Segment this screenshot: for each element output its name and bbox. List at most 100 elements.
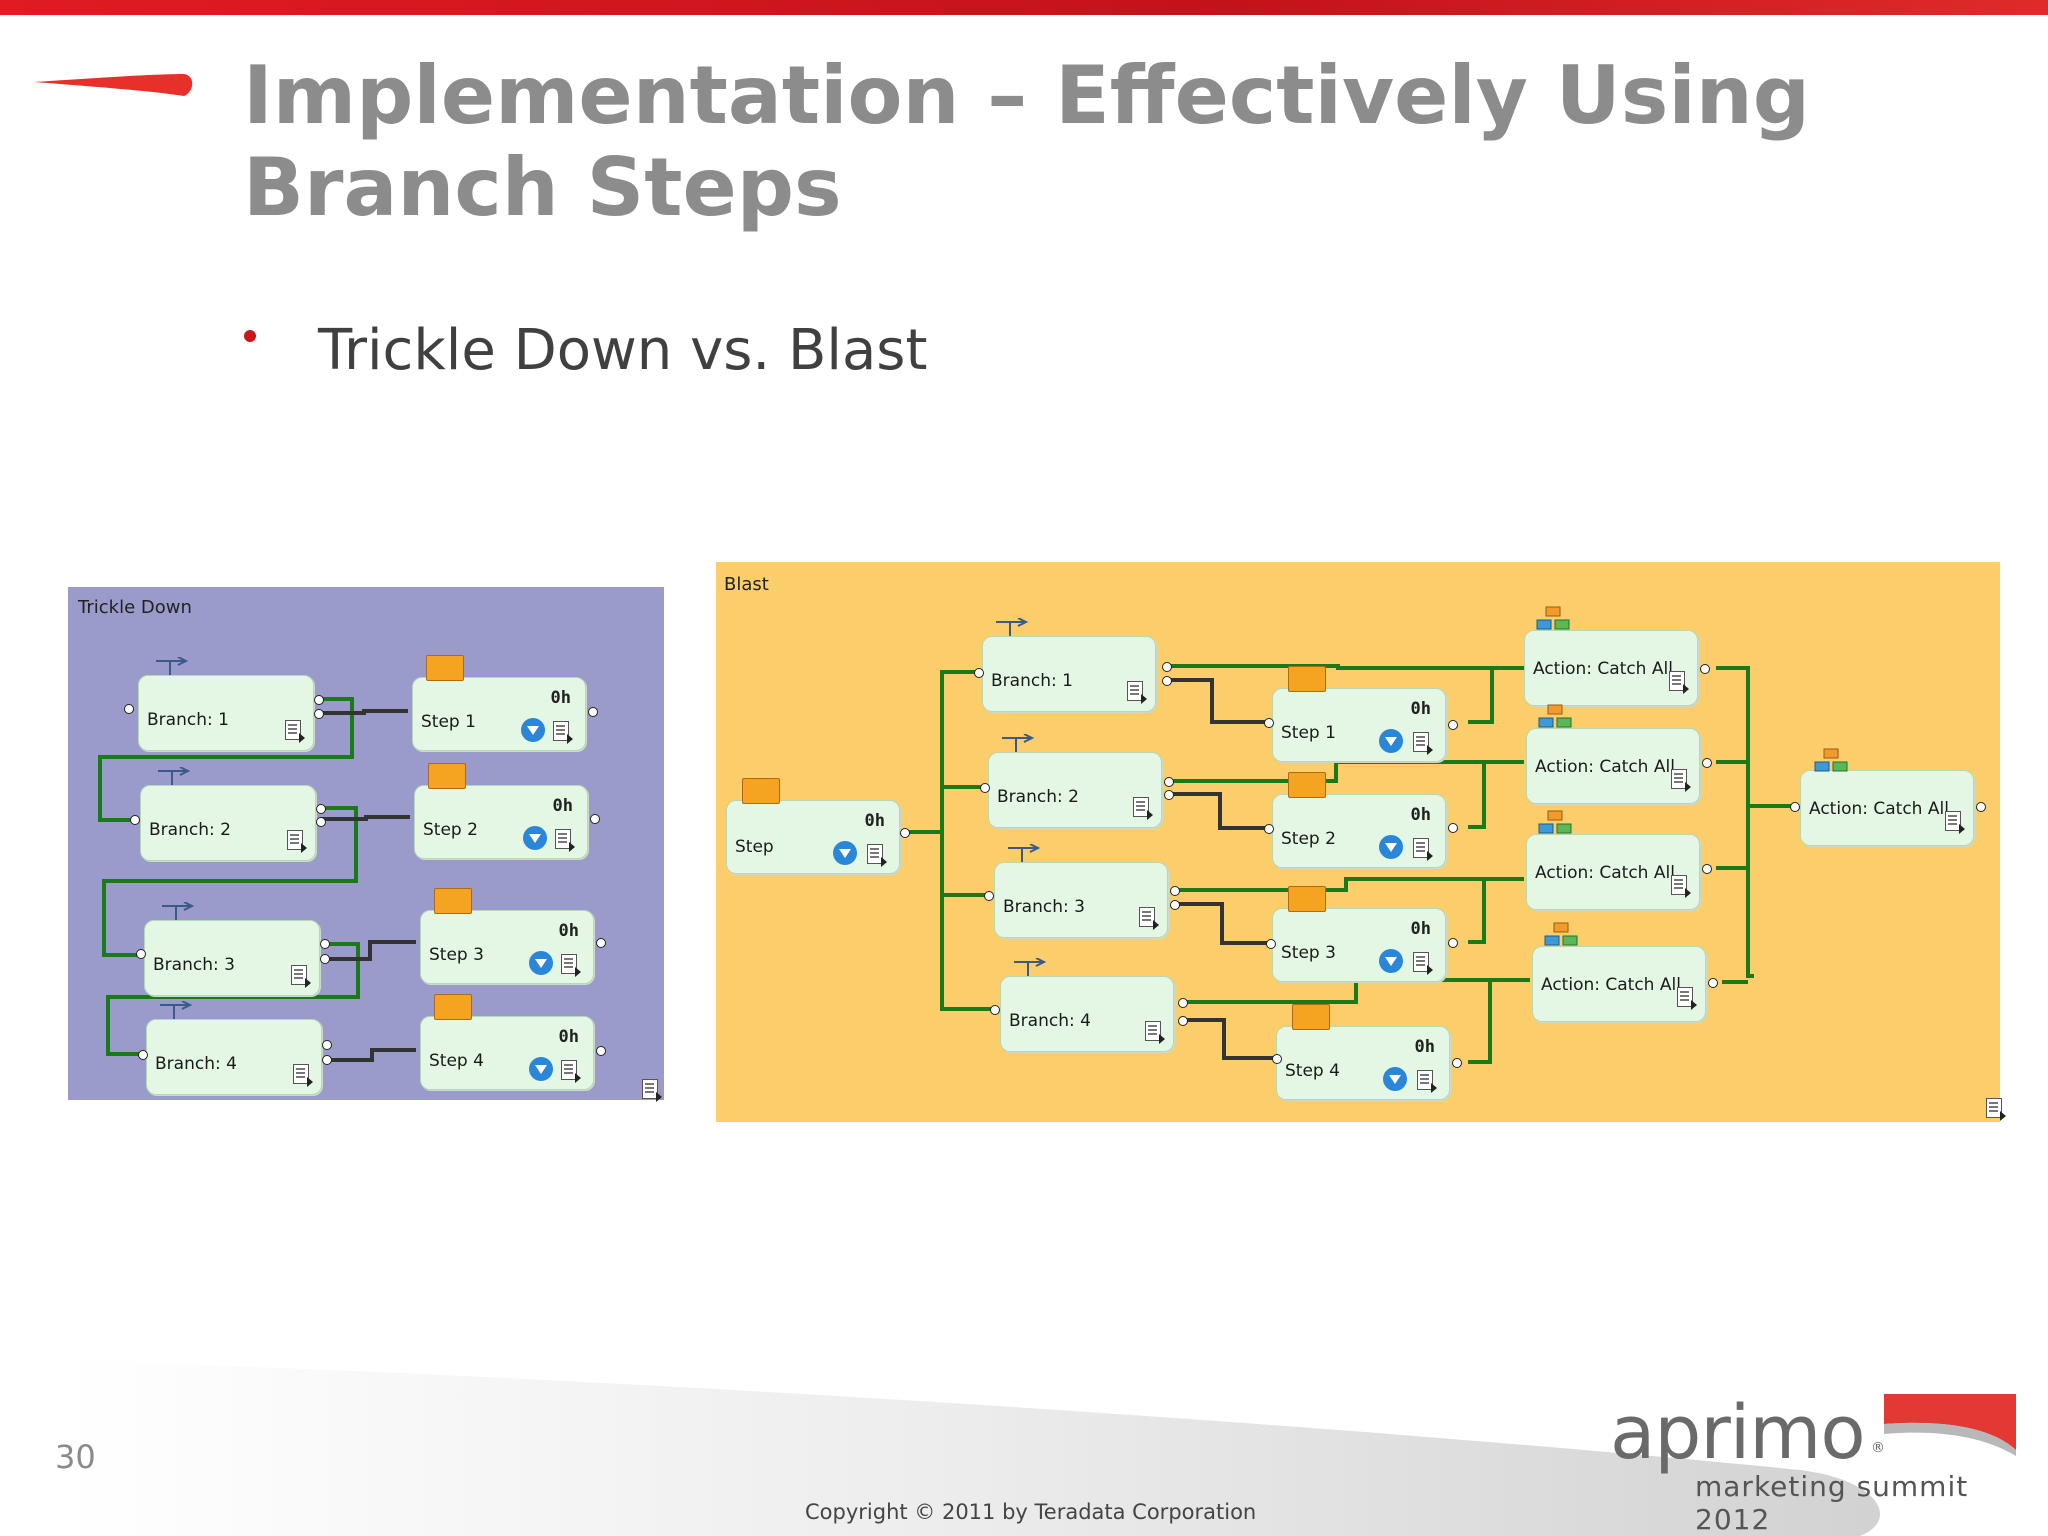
notes-icon[interactable] bbox=[1145, 1021, 1165, 1044]
connector-port[interactable] bbox=[1164, 790, 1174, 800]
connector-port[interactable] bbox=[1162, 676, 1172, 686]
blast-final-action[interactable]: Action: Catch All bbox=[1800, 770, 1974, 846]
connector-port[interactable] bbox=[1264, 824, 1274, 834]
connector-port[interactable] bbox=[314, 709, 324, 719]
connector-port[interactable] bbox=[322, 1040, 332, 1050]
notes-icon[interactable] bbox=[867, 844, 887, 867]
connector-port[interactable] bbox=[1170, 886, 1180, 896]
connector-port[interactable] bbox=[316, 804, 326, 814]
notes-icon[interactable] bbox=[1413, 838, 1433, 861]
connector-port[interactable] bbox=[1708, 978, 1718, 988]
connector-port[interactable] bbox=[1448, 938, 1458, 948]
panel-notes-icon[interactable] bbox=[1986, 1098, 2006, 1121]
connector-port[interactable] bbox=[900, 828, 910, 838]
blast-start-step[interactable]: 0h Step bbox=[726, 800, 900, 874]
notes-icon[interactable] bbox=[287, 830, 307, 853]
trickle-step-4[interactable]: 0h Step 4 bbox=[420, 1016, 594, 1090]
blast-branch-4[interactable]: Branch: 4 bbox=[1000, 976, 1174, 1052]
connector-port[interactable] bbox=[1162, 662, 1172, 672]
connector-port[interactable] bbox=[1976, 802, 1986, 812]
download-icon[interactable] bbox=[523, 826, 547, 850]
blast-action-2[interactable]: Action: Catch All bbox=[1526, 728, 1700, 804]
connector-port[interactable] bbox=[1178, 1016, 1188, 1026]
notes-icon[interactable] bbox=[1139, 907, 1159, 930]
connector-port[interactable] bbox=[1170, 900, 1180, 910]
connector-port[interactable] bbox=[314, 695, 324, 705]
connector-port[interactable] bbox=[588, 707, 598, 717]
download-icon[interactable] bbox=[529, 951, 553, 975]
blast-step-1[interactable]: 0h Step 1 bbox=[1272, 688, 1446, 762]
notes-icon[interactable] bbox=[285, 720, 305, 743]
download-icon[interactable] bbox=[1379, 835, 1403, 859]
connector-port[interactable] bbox=[1448, 720, 1458, 730]
download-icon[interactable] bbox=[1379, 729, 1403, 753]
blast-branch-3[interactable]: Branch: 3 bbox=[994, 862, 1168, 938]
connector-port[interactable] bbox=[1264, 718, 1274, 728]
notes-icon[interactable] bbox=[1945, 811, 1965, 834]
blast-action-1[interactable]: Action: Catch All bbox=[1524, 630, 1698, 706]
connector-port[interactable] bbox=[984, 891, 994, 901]
notes-icon[interactable] bbox=[1671, 769, 1691, 792]
notes-icon[interactable] bbox=[561, 954, 581, 977]
blast-branch-2[interactable]: Branch: 2 bbox=[988, 752, 1162, 828]
connector-port[interactable] bbox=[138, 1050, 148, 1060]
connector-port[interactable] bbox=[596, 938, 606, 948]
connector-port[interactable] bbox=[1164, 777, 1174, 787]
blast-step-3[interactable]: 0h Step 3 bbox=[1272, 908, 1446, 982]
connector-port[interactable] bbox=[1266, 939, 1276, 949]
connector-port[interactable] bbox=[320, 939, 330, 949]
download-icon[interactable] bbox=[1379, 949, 1403, 973]
step-folder-icon bbox=[426, 655, 464, 681]
download-icon[interactable] bbox=[529, 1057, 553, 1081]
trickle-step-3[interactable]: 0h Step 3 bbox=[420, 910, 594, 984]
connector-port[interactable] bbox=[1700, 664, 1710, 674]
connector-port[interactable] bbox=[1702, 864, 1712, 874]
connector-port[interactable] bbox=[974, 668, 984, 678]
connector-port[interactable] bbox=[136, 949, 146, 959]
notes-icon[interactable] bbox=[1669, 671, 1689, 694]
connector-port[interactable] bbox=[320, 954, 330, 964]
notes-icon[interactable] bbox=[1133, 797, 1153, 820]
download-icon[interactable] bbox=[833, 841, 857, 865]
blast-branch-1[interactable]: Branch: 1 bbox=[982, 636, 1156, 712]
notes-icon[interactable] bbox=[555, 829, 575, 852]
connector-port[interactable] bbox=[1272, 1054, 1282, 1064]
blast-action-3[interactable]: Action: Catch All bbox=[1526, 834, 1700, 910]
connector-port[interactable] bbox=[1178, 998, 1188, 1008]
step-folder-icon bbox=[1288, 772, 1326, 798]
trickle-branch-1[interactable]: Branch: 1 bbox=[138, 675, 314, 751]
connector-port[interactable] bbox=[596, 1046, 606, 1056]
trickle-branch-3[interactable]: Branch: 3 bbox=[144, 920, 320, 996]
blast-step-4[interactable]: 0h Step 4 bbox=[1276, 1026, 1450, 1100]
blast-step-2[interactable]: 0h Step 2 bbox=[1272, 794, 1446, 868]
notes-icon[interactable] bbox=[1417, 1070, 1437, 1093]
connector-port[interactable] bbox=[1702, 758, 1712, 768]
download-icon[interactable] bbox=[1383, 1067, 1407, 1091]
notes-icon[interactable] bbox=[561, 1060, 581, 1083]
connector-port[interactable] bbox=[322, 1055, 332, 1065]
notes-icon[interactable] bbox=[291, 965, 311, 988]
connector-port[interactable] bbox=[990, 1005, 1000, 1015]
notes-icon[interactable] bbox=[553, 721, 573, 744]
connector-port[interactable] bbox=[1448, 823, 1458, 833]
trickle-step-2[interactable]: 0h Step 2 bbox=[414, 785, 588, 859]
connector-port[interactable] bbox=[1790, 802, 1800, 812]
download-icon[interactable] bbox=[521, 718, 545, 742]
connector-port[interactable] bbox=[1452, 1058, 1462, 1068]
notes-icon[interactable] bbox=[1413, 952, 1433, 975]
connector-port[interactable] bbox=[130, 815, 140, 825]
trickle-branch-4[interactable]: Branch: 4 bbox=[146, 1019, 322, 1095]
notes-icon[interactable] bbox=[1677, 987, 1697, 1010]
connector-port[interactable] bbox=[590, 814, 600, 824]
notes-icon[interactable] bbox=[1413, 732, 1433, 755]
connector-port[interactable] bbox=[980, 783, 990, 793]
blast-action-4[interactable]: Action: Catch All bbox=[1532, 946, 1706, 1022]
notes-icon[interactable] bbox=[293, 1064, 313, 1087]
trickle-step-1[interactable]: 0h Step 1 bbox=[412, 677, 586, 751]
panel-notes-icon[interactable] bbox=[642, 1079, 662, 1102]
notes-icon[interactable] bbox=[1671, 875, 1691, 898]
notes-icon[interactable] bbox=[1127, 681, 1147, 704]
trickle-branch-2[interactable]: Branch: 2 bbox=[140, 785, 316, 861]
connector-port[interactable] bbox=[124, 704, 134, 714]
connector-port[interactable] bbox=[316, 817, 326, 827]
